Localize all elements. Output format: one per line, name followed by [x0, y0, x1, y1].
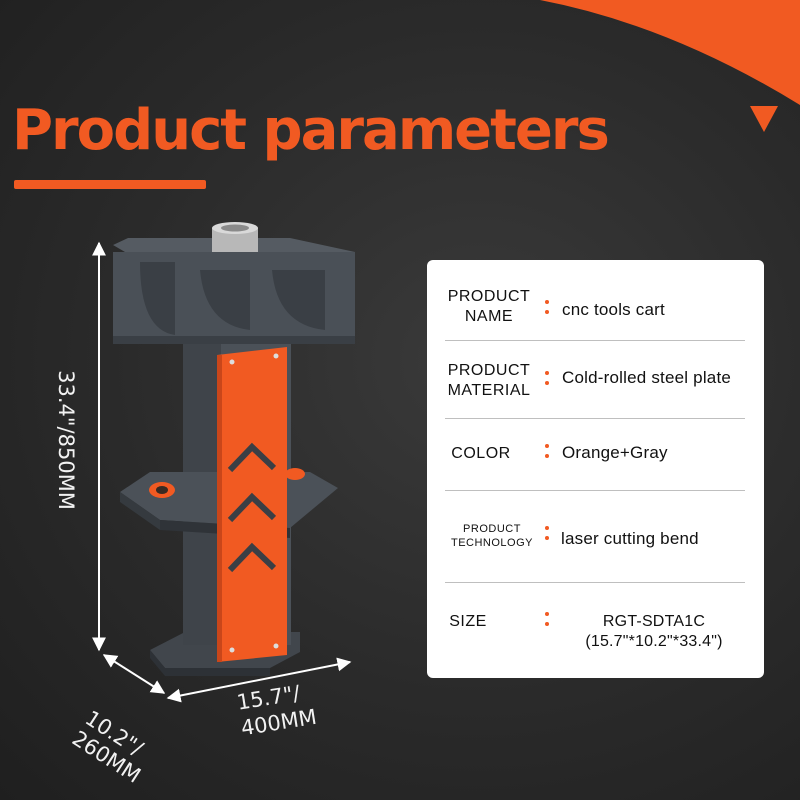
spec-value: RGT-SDTA1C (15.7"*10.2"*33.4") — [585, 613, 723, 650]
spec-value: cnc tools cart — [562, 300, 665, 319]
orange-front-panel — [217, 347, 287, 662]
down-triangle-icon — [750, 106, 778, 132]
corner-swoosh — [540, 0, 800, 105]
separator-dots — [545, 300, 549, 320]
width-dimension-arrow — [166, 657, 352, 703]
divider — [445, 340, 745, 341]
chevron-up-icon — [227, 442, 277, 473]
spec-value: Cold-rolled steel plate — [562, 368, 732, 387]
chevron-up-icon — [227, 492, 277, 523]
top-tray — [113, 238, 355, 340]
separator-dots — [545, 612, 549, 632]
spec-row-color: COLOR Orange+Gray — [427, 418, 764, 490]
spec-label: SIZE — [449, 613, 487, 630]
spec-row-size: SIZE RGT-SDTA1C (15.7"*10.2"*33.4") — [427, 582, 764, 678]
depth-dimension-arrow — [102, 654, 166, 694]
divider — [445, 582, 745, 583]
divider — [445, 490, 745, 491]
separator-dots — [545, 444, 549, 464]
spec-label: COLOR — [451, 445, 511, 462]
chevron-up-icon — [227, 542, 277, 573]
separator-dots — [545, 371, 549, 391]
separator-dots — [545, 526, 549, 546]
spec-value: laser cutting bend — [561, 529, 699, 548]
divider — [445, 418, 745, 419]
spec-value: Orange+Gray — [562, 443, 668, 462]
title-underline — [14, 180, 206, 189]
height-dimension-label: 33.4"/850MM — [54, 370, 78, 510]
page-title: Product parameters — [12, 98, 610, 163]
